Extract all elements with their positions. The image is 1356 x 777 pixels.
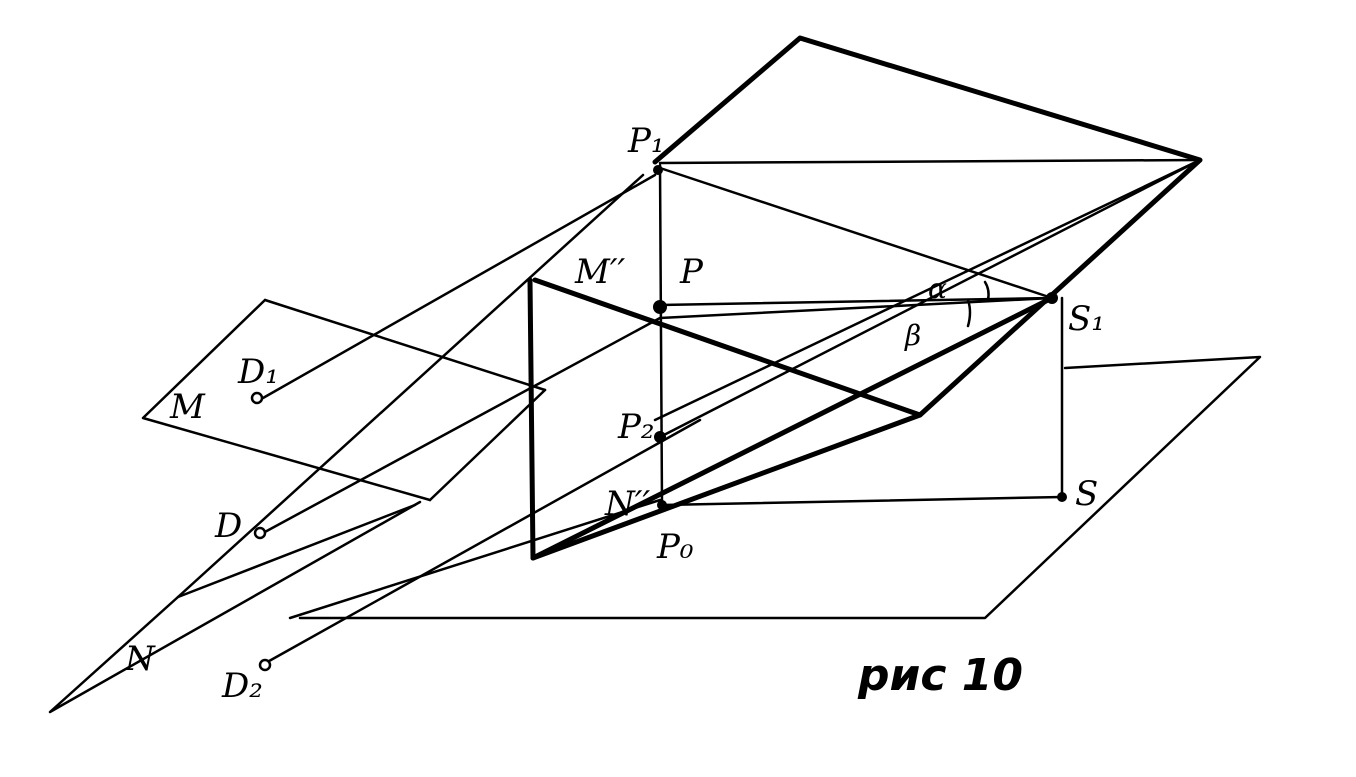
upper-plane: [532, 35, 1203, 439]
labels: P₁ P P₂ P₀ M′′ N′′ M N D₁ D D₂ S₁ S α β: [124, 121, 1105, 706]
points: [250, 165, 1067, 672]
label-s: S: [1075, 474, 1098, 514]
label-p: P: [679, 252, 704, 292]
point-d2: [258, 658, 272, 672]
label-n-prime: N′′: [604, 484, 650, 524]
label-m: M: [169, 387, 206, 427]
point-p1: [653, 165, 663, 175]
label-m-prime: M′′: [574, 252, 626, 292]
label-d1: D₁: [237, 352, 279, 392]
angle-rays: [260, 158, 1202, 667]
point-p0: [657, 500, 667, 510]
plane-m: [141, 298, 547, 502]
point-s: [1057, 492, 1067, 502]
point-d1: [250, 391, 264, 405]
label-d: D: [214, 506, 242, 546]
point-d: [253, 526, 267, 540]
label-alpha: α: [928, 272, 947, 305]
label-n: N: [124, 639, 156, 679]
label-s1: S₁: [1068, 299, 1105, 339]
label-p2: P₂: [617, 407, 655, 447]
figure-caption: рис 10: [857, 650, 1023, 701]
label-p1: P₁: [627, 121, 665, 161]
label-p0: P₀: [656, 527, 694, 567]
point-p: [653, 300, 667, 314]
point-p2: [654, 431, 666, 443]
point-s1: [1046, 292, 1058, 304]
plane-n: [48, 173, 645, 714]
label-d2: D₂: [221, 666, 263, 706]
ground-plane: [288, 355, 1262, 620]
label-beta: β: [904, 319, 921, 352]
vertical-plane: [527, 163, 1064, 561]
